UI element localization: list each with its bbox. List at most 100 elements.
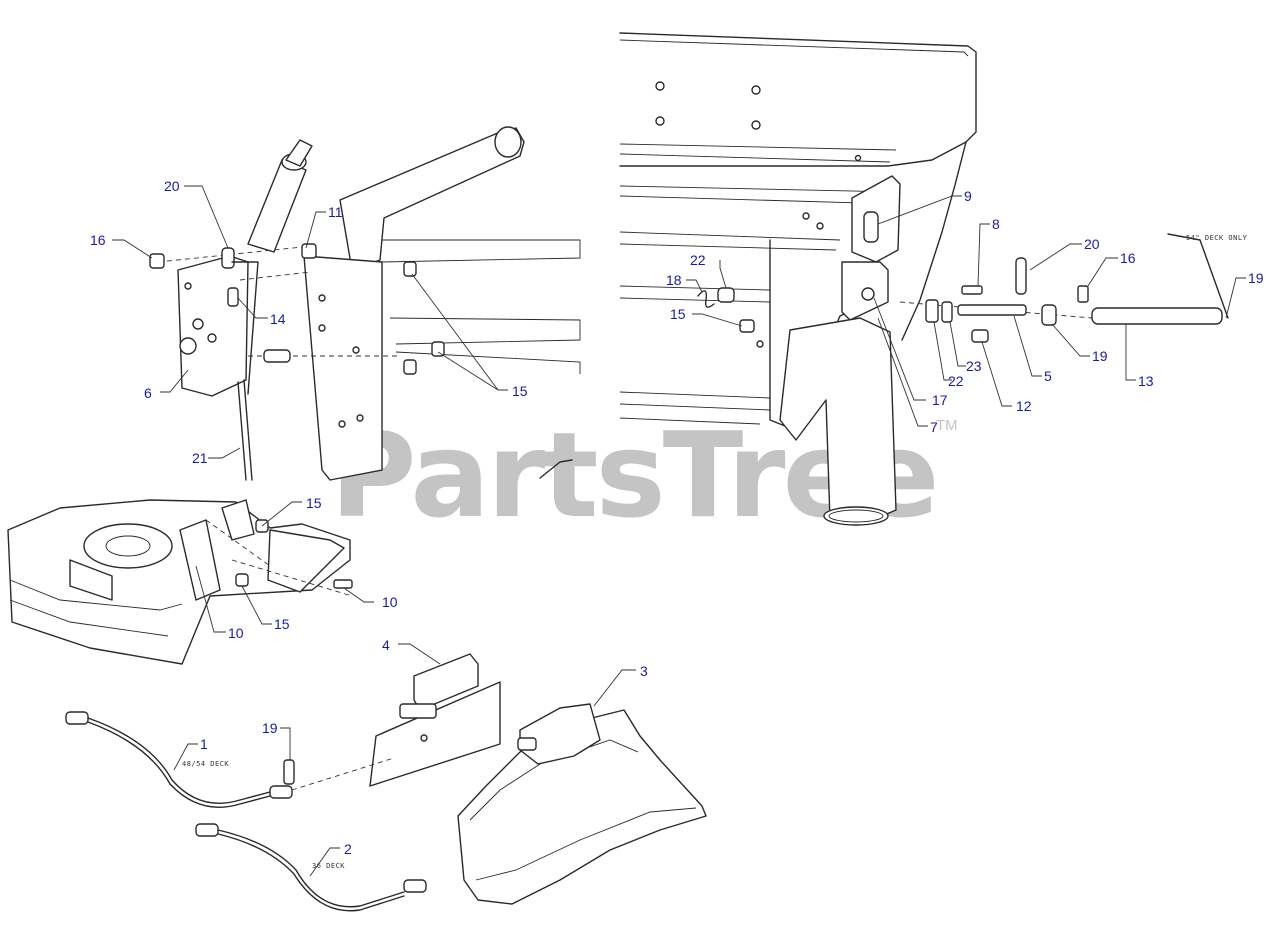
leader-3 bbox=[593, 669, 636, 707]
leader-19a bbox=[280, 727, 291, 760]
leader-10b bbox=[195, 565, 226, 633]
callout-16[interactable]: 16 bbox=[90, 232, 106, 248]
lift-linkage-assembly bbox=[149, 126, 581, 481]
clip-part-19 bbox=[1041, 304, 1057, 326]
callout-23[interactable]: 23 bbox=[966, 358, 982, 374]
frame-rail-3 bbox=[619, 231, 841, 251]
discharge-chute-part3 bbox=[457, 703, 707, 905]
link-bar bbox=[231, 261, 259, 395]
leader-5 bbox=[1013, 315, 1042, 377]
leader-22a bbox=[719, 260, 727, 289]
bolt-part-10 bbox=[333, 579, 353, 589]
deflector-bracket-part4 bbox=[369, 653, 501, 787]
callout-21[interactable]: 21 bbox=[192, 450, 208, 466]
cable-end bbox=[269, 785, 293, 799]
frame-rail-1 bbox=[619, 143, 897, 163]
frame-hole bbox=[751, 120, 761, 130]
callout-19[interactable]: 19 bbox=[262, 720, 278, 736]
deck-skirt bbox=[9, 579, 183, 611]
callout-14[interactable]: 14 bbox=[270, 311, 286, 327]
frame-hole bbox=[655, 81, 665, 91]
chute-pivot bbox=[861, 287, 875, 301]
bolt-part-12 bbox=[971, 329, 989, 343]
callout-22[interactable]: 22 bbox=[948, 373, 964, 389]
washer-part bbox=[941, 301, 953, 323]
mount-plate bbox=[303, 255, 383, 481]
callout-17[interactable]: 17 bbox=[932, 392, 948, 408]
callout-2[interactable]: 2 bbox=[344, 841, 352, 857]
deflector-clip bbox=[399, 703, 437, 719]
callout-19[interactable]: 19 bbox=[1092, 348, 1108, 364]
frame-hole bbox=[655, 116, 665, 126]
leader-11 bbox=[305, 211, 326, 249]
leader-19b bbox=[1225, 277, 1246, 319]
leader-16a bbox=[112, 239, 153, 259]
callout-11[interactable]: 11 bbox=[328, 204, 343, 220]
pin-part-20 bbox=[1015, 257, 1027, 295]
callout-7[interactable]: 7 bbox=[930, 419, 938, 435]
deck-axis bbox=[231, 559, 353, 597]
callout-15[interactable]: 15 bbox=[512, 383, 528, 399]
deflector-hinge bbox=[413, 653, 479, 711]
leader-lines bbox=[112, 185, 1246, 877]
nut-part-15 bbox=[403, 261, 417, 277]
callout-20[interactable]: 20 bbox=[164, 178, 180, 194]
cable-body bbox=[217, 829, 405, 908]
frame-hole bbox=[802, 212, 810, 220]
cable-body bbox=[87, 717, 271, 804]
callout-8[interactable]: 8 bbox=[992, 216, 1000, 232]
leader-1 bbox=[173, 743, 198, 771]
frame-side-lower bbox=[901, 141, 967, 341]
callout-12[interactable]: 12 bbox=[1016, 398, 1032, 414]
nut-part-15 bbox=[739, 319, 755, 333]
frame-rail-5 bbox=[619, 391, 771, 425]
callout-labels: 20 11 16 14 6 15 21 15 10 10 15 4 3 19 1… bbox=[90, 178, 1264, 857]
actuator-rod-end bbox=[285, 139, 313, 167]
callout-15[interactable]: 15 bbox=[670, 306, 686, 322]
callout-9[interactable]: 9 bbox=[964, 188, 972, 204]
leader-13 bbox=[1125, 324, 1136, 381]
chute-hinge-block bbox=[519, 703, 601, 765]
deck-bracket bbox=[69, 559, 113, 601]
leader-22b bbox=[933, 321, 952, 381]
rail-mid bbox=[389, 317, 581, 345]
axis-line bbox=[239, 271, 311, 281]
note-48-54-deck: 48/54 DECK bbox=[182, 760, 229, 768]
frame-hole bbox=[854, 154, 862, 162]
front-plate bbox=[177, 255, 249, 397]
rail-lower bbox=[395, 351, 581, 374]
callout-3[interactable]: 3 bbox=[640, 663, 648, 679]
cable-end bbox=[65, 711, 89, 725]
callout-10[interactable]: 10 bbox=[382, 594, 398, 610]
callout-6[interactable]: 6 bbox=[144, 385, 152, 401]
deck-skirt-lower bbox=[9, 599, 169, 637]
callout-13[interactable]: 13 bbox=[1138, 373, 1154, 389]
nut-part-15 bbox=[431, 341, 445, 357]
leader-10a bbox=[343, 587, 374, 603]
callout-18[interactable]: 18 bbox=[666, 272, 682, 288]
callout-22[interactable]: 22 bbox=[690, 252, 706, 268]
leader-23 bbox=[949, 321, 966, 367]
callout-15[interactable]: 15 bbox=[274, 616, 290, 632]
callout-15[interactable]: 15 bbox=[306, 495, 322, 511]
leader-15b bbox=[261, 501, 302, 527]
callout-10[interactable]: 10 bbox=[228, 625, 244, 641]
callout-1[interactable]: 1 bbox=[200, 736, 208, 752]
linkage-rod bbox=[539, 459, 573, 479]
frame-top-panel bbox=[619, 32, 977, 167]
leader-8 bbox=[977, 223, 990, 287]
callout-19[interactable]: 19 bbox=[1248, 270, 1264, 286]
callout-4[interactable]: 4 bbox=[382, 637, 390, 653]
pin-part-20 bbox=[221, 247, 235, 269]
callout-20[interactable]: 20 bbox=[1084, 236, 1100, 252]
callout-16[interactable]: 16 bbox=[1120, 250, 1136, 266]
plate-hole bbox=[338, 420, 346, 428]
rod-part-21 bbox=[237, 379, 253, 481]
callout-5[interactable]: 5 bbox=[1044, 368, 1052, 384]
leader-4 bbox=[398, 643, 441, 665]
leader-20b bbox=[1029, 243, 1082, 271]
deck-spindle bbox=[105, 535, 151, 557]
leader-20a bbox=[184, 185, 229, 249]
cable-end bbox=[403, 879, 427, 893]
